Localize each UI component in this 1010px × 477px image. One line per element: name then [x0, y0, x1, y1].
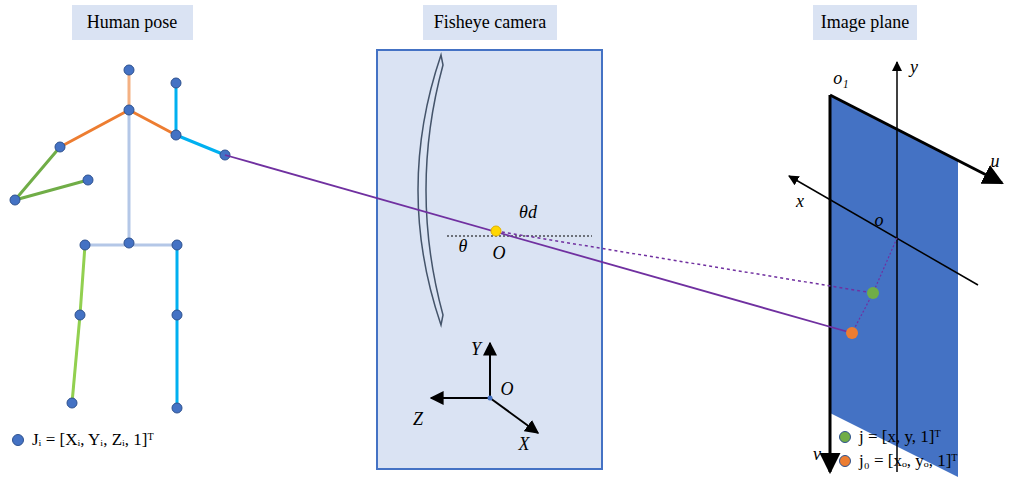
axis-label: v: [813, 445, 821, 465]
legend-text: j = [x, y, 1]ᵀ: [859, 427, 941, 447]
axis-label: Z: [413, 410, 423, 430]
radial-link: [873, 238, 897, 293]
axis-label: x: [796, 192, 804, 212]
y-axis: [896, 62, 898, 472]
camera-axes: [431, 343, 538, 433]
camera-panel: [377, 50, 602, 469]
axis-label: X: [519, 435, 530, 455]
header-text: Image plane: [821, 12, 909, 33]
joints: [10, 65, 230, 413]
axis-label: θd: [519, 203, 537, 223]
fisheye-lens: [418, 55, 443, 325]
axis-label: θ: [459, 237, 468, 257]
axis-label: Y: [471, 340, 481, 360]
axis-label: O: [501, 380, 514, 400]
legend-entry: Jᵢ = [Xᵢ, Yᵢ, Zᵢ, 1]ᵀ: [12, 430, 154, 450]
legend-dot: [839, 431, 851, 443]
axis-label: o₁: [833, 69, 848, 89]
axes-origin: [488, 396, 493, 401]
header-box: Fisheye camera: [423, 5, 557, 40]
header-box: Human pose: [72, 5, 193, 40]
distorted-point: [846, 327, 858, 339]
axis-label: O: [493, 244, 506, 264]
legend-entry: j = [x, y, 1]ᵀ: [839, 427, 941, 447]
legend-dot: [839, 455, 851, 467]
distortion-link: [852, 293, 873, 333]
axis-label: y: [910, 58, 918, 78]
legend-dot: [12, 434, 24, 446]
header-text: Human pose: [87, 12, 177, 33]
legend-entry: j₀ = [xₒ, yₒ, 1]ᵀ: [839, 451, 958, 471]
u-axis: [830, 95, 1002, 183]
axis-label: o: [875, 211, 884, 231]
skeleton: [15, 70, 225, 408]
v-axis: [829, 95, 832, 472]
header-box: Image plane: [813, 5, 917, 40]
legend-text: Jᵢ = [Xᵢ, Yᵢ, Zᵢ, 1]ᵀ: [32, 430, 154, 450]
optical-axis: [447, 235, 592, 236]
header-text: Fisheye camera: [434, 12, 546, 33]
pinhole-ray: [496, 231, 873, 293]
axis-label: u: [991, 152, 1000, 172]
projection-ray: [225, 155, 852, 333]
ideal-point: [867, 287, 879, 299]
legend-text: j₀ = [xₒ, yₒ, 1]ᵀ: [859, 451, 958, 471]
optical-center: [491, 226, 501, 236]
